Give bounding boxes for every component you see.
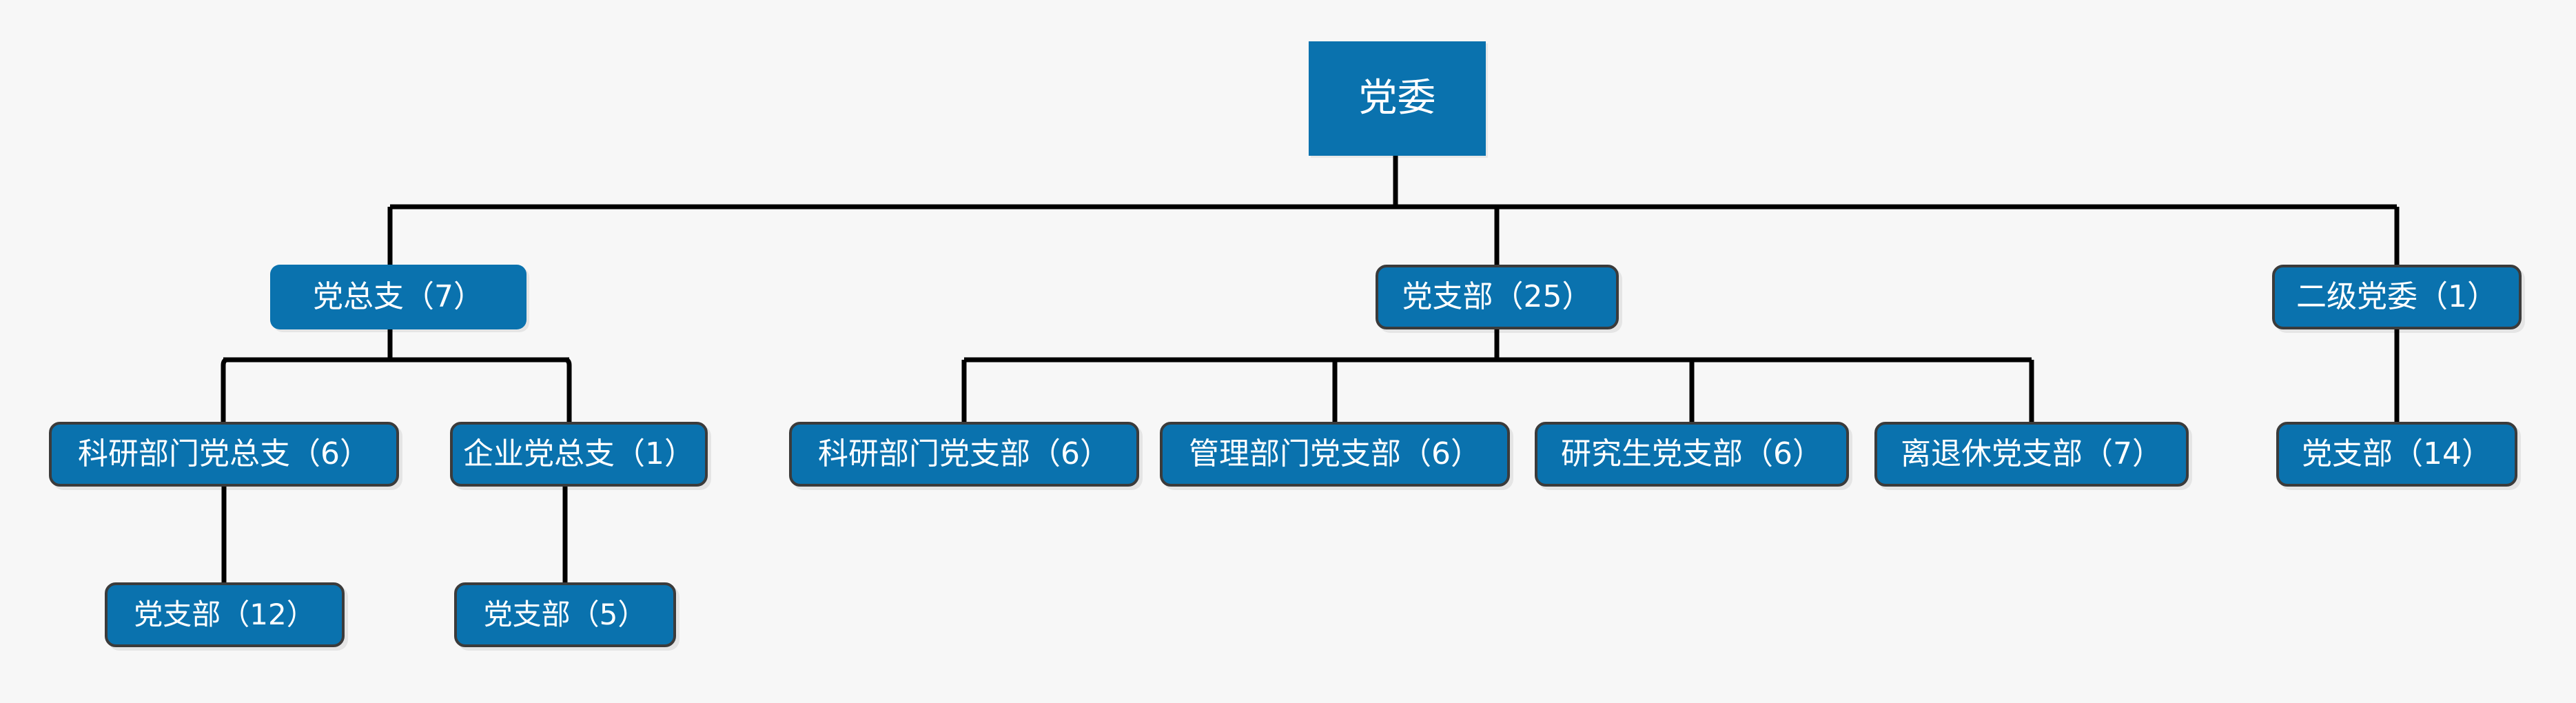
node-label: 党支部（14） [2302, 436, 2492, 471]
node-label: 二级党委（1） [2296, 279, 2497, 314]
node-label: 管理部门党支部（6） [1189, 436, 1481, 471]
node-dangzhibu-5[interactable]: 党支部（5） [454, 582, 676, 647]
node-qiye-dangzongzhi-1[interactable]: 企业党总支（1） [450, 422, 708, 487]
node-label: 党委 [1358, 76, 1436, 121]
node-label: 科研部门党支部（6） [818, 436, 1110, 471]
node-dangzhibu-25[interactable]: 党支部（25） [1376, 265, 1619, 329]
node-label: 离退休党支部（7） [1901, 436, 2163, 471]
edge-dangzongzhi-bus [221, 357, 572, 422]
node-root-party-committee[interactable]: 党委 [1309, 41, 1486, 156]
node-label: 企业党总支（1） [463, 436, 695, 471]
node-keyan-bumen-dangzongzhi-6[interactable]: 科研部门党总支（6） [49, 422, 399, 487]
node-label: 党总支（7） [313, 279, 484, 314]
node-guanli-bumen-dangzhibu-6[interactable]: 管理部门党支部（6） [1160, 422, 1510, 487]
node-label: 科研部门党总支（6） [78, 436, 370, 471]
node-label: 研究生党支部（6） [1561, 436, 1823, 471]
node-label: 党支部（25） [1402, 279, 1593, 314]
node-dangzhibu-12[interactable]: 党支部（12） [105, 582, 345, 647]
node-erjidangwei-dangzhibu-14[interactable]: 党支部（14） [2276, 422, 2517, 487]
node-label: 党支部（12） [134, 598, 316, 631]
node-keyan-bumen-dangzhibu-6[interactable]: 科研部门党支部（6） [789, 422, 1139, 487]
node-dangzongzhi-7[interactable]: 党总支（7） [270, 265, 527, 329]
node-yanjiusheng-dangzhibu-6[interactable]: 研究生党支部（6） [1535, 422, 1849, 487]
node-erjidangwei-1[interactable]: 二级党委（1） [2272, 265, 2522, 329]
node-lituixiu-dangzhibu-7[interactable]: 离退休党支部（7） [1874, 422, 2189, 487]
node-label: 党支部（5） [483, 598, 647, 631]
